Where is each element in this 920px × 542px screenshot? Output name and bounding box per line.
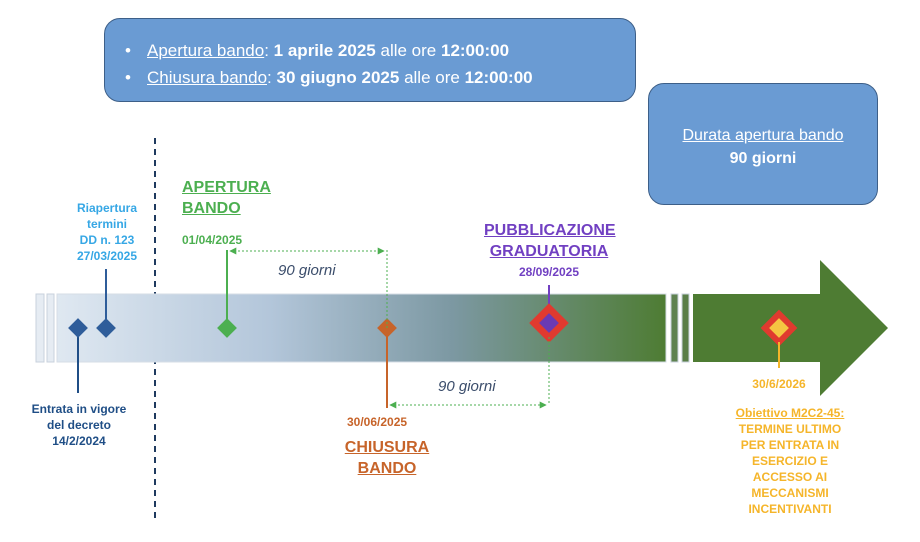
opening-title2: BANDO <box>182 200 241 217</box>
objective-line6: INCENTIVANTI <box>748 502 832 516</box>
closing-title2: BANDO <box>357 460 417 477</box>
opening-info-time: 12:00:00 <box>440 41 510 60</box>
publication-title: PUBBLICAZIONE GRADUATORIA <box>484 220 616 262</box>
reopening-diamond <box>96 318 116 338</box>
closing-date: 30/06/2025 <box>347 415 408 429</box>
duration-value: 90 giorni <box>729 150 797 167</box>
closing-info-mid: alle ore <box>404 68 460 87</box>
opening-title1: APERTURA <box>182 179 271 196</box>
reopening-line3: DD n. 123 <box>79 233 135 247</box>
publication-date: 28/09/2025 <box>518 265 580 279</box>
opening-date: 01/04/2025 <box>182 233 243 247</box>
reopening-line2: termini <box>86 217 127 231</box>
bar-stub-right-1 <box>670 293 679 363</box>
duration-title: Durata apertura bando <box>682 127 844 144</box>
closing-title: CHIUSURA BANDO <box>342 437 432 479</box>
closing-title1: CHIUSURA <box>344 439 430 456</box>
publication-title1: PUBBLICAZIONE <box>484 222 616 239</box>
closing-info-time: 12:00:00 <box>464 68 533 87</box>
objective-line3: ESERCIZIO E <box>751 454 828 468</box>
objective-line1: TERMINE ULTIMO <box>738 422 842 436</box>
reopening-label: Riapertura termini DD n. 123 27/03/2025 <box>62 200 152 264</box>
objective-date: 30/6/2026 <box>752 377 806 391</box>
bar-stub-left-2 <box>46 293 55 363</box>
publication-title2: GRADUATORIA <box>489 243 609 260</box>
objective-line4: ACCESSO AI <box>752 470 828 484</box>
bar-stub-left-1 <box>35 293 45 363</box>
opening-diamond <box>217 318 237 338</box>
closing-info-sep: : <box>267 68 272 87</box>
bando-dates-box: Apertura bando: 1 aprile 2025 alle ore 1… <box>104 18 636 102</box>
objective-label: Obiettivo M2C2-45: TERMINE ULTIMO PER EN… <box>720 405 860 517</box>
decree-label: Entrata in vigore del decreto 14/2/2024 <box>20 401 138 449</box>
duration-box: Durata apertura bando 90 giorni <box>648 83 878 205</box>
closing-info-label: Chiusura bando <box>147 68 268 87</box>
opening-title: APERTURA BANDO <box>182 177 271 219</box>
reopening-line1: Riapertura <box>76 201 138 215</box>
reopening-line4: 27/03/2025 <box>76 249 138 263</box>
objective-diamond-inner <box>769 318 789 338</box>
decree-line1: Entrata in vigore <box>31 402 127 416</box>
publication-diamond-inner <box>539 313 559 333</box>
timeline-bar <box>56 293 667 363</box>
objective-line5: MECCANISMI <box>751 486 829 500</box>
decree-diamond <box>68 318 88 338</box>
decree-line3: 14/2/2024 <box>52 434 106 448</box>
decree-line2: del decreto <box>46 418 112 432</box>
objective-line0: Obiettivo M2C2-45: <box>735 406 845 420</box>
opening-info-row: Apertura bando: 1 aprile 2025 alle ore 1… <box>125 37 635 64</box>
objective-line2: PER ENTRATA IN <box>740 438 840 452</box>
bar-stub-right-2 <box>681 293 690 363</box>
opening-info-label: Apertura bando <box>147 41 265 60</box>
opening-info-date: 1 aprile 2025 <box>273 41 376 60</box>
opening-info-sep: : <box>264 41 269 60</box>
span2-label: 90 giorni <box>438 378 496 395</box>
closing-info-date: 30 giugno 2025 <box>276 68 400 87</box>
closing-info-row: Chiusura bando: 30 giugno 2025 alle ore … <box>125 64 635 91</box>
span1-label: 90 giorni <box>278 262 336 279</box>
opening-info-mid: alle ore <box>380 41 437 60</box>
